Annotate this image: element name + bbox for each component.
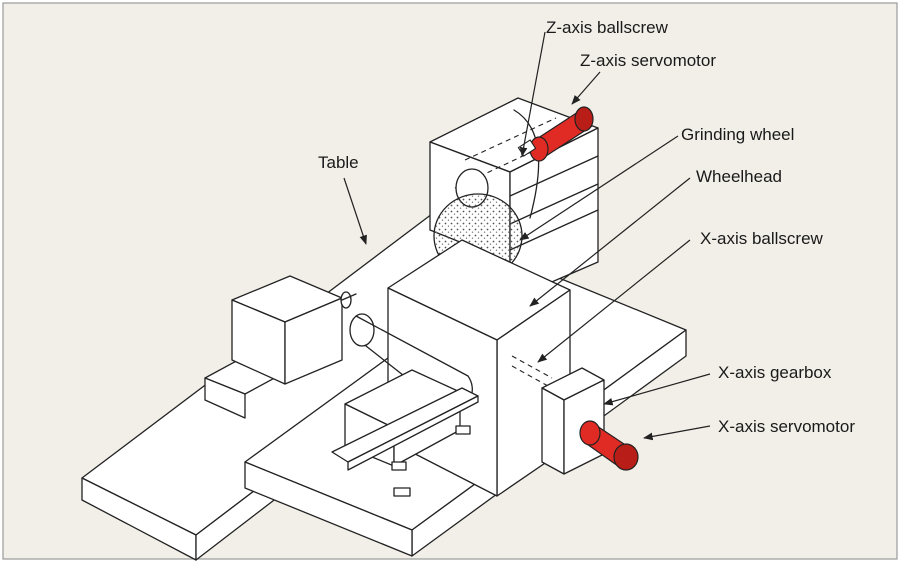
- leader-table: [343, 177, 367, 245]
- leader-wheelhead: [529, 177, 691, 307]
- x-axis-servomotor: [579, 420, 639, 471]
- leader-z-ballscrew: [519, 31, 546, 157]
- x-axis-gearbox: [541, 367, 605, 475]
- spindle-motor: [331, 369, 479, 497]
- headstock: [204, 275, 357, 419]
- label-wheelhead: Wheelhead: [696, 167, 782, 186]
- leader-x-servomotor: [643, 425, 711, 441]
- leader-grinding-wheel: [519, 135, 679, 241]
- x-axis-ballscrew: [511, 355, 553, 387]
- label-x-axis-servomotor: X-axis servomotor: [718, 417, 855, 436]
- leader-lines: [343, 31, 711, 441]
- label-grinding-wheel: Grinding wheel: [681, 125, 794, 144]
- leader-z-servomotor: [571, 71, 601, 105]
- label-x-axis-ballscrew: X-axis ballscrew: [700, 229, 824, 248]
- label-x-axis-gearbox: X-axis gearbox: [718, 363, 832, 382]
- leader-x-gearbox: [603, 373, 711, 406]
- leader-x-ballscrew: [537, 239, 691, 363]
- label-table: Table: [318, 153, 359, 172]
- label-z-axis-servomotor: Z-axis servomotor: [580, 51, 716, 70]
- label-z-axis-ballscrew: Z-axis ballscrew: [546, 18, 669, 37]
